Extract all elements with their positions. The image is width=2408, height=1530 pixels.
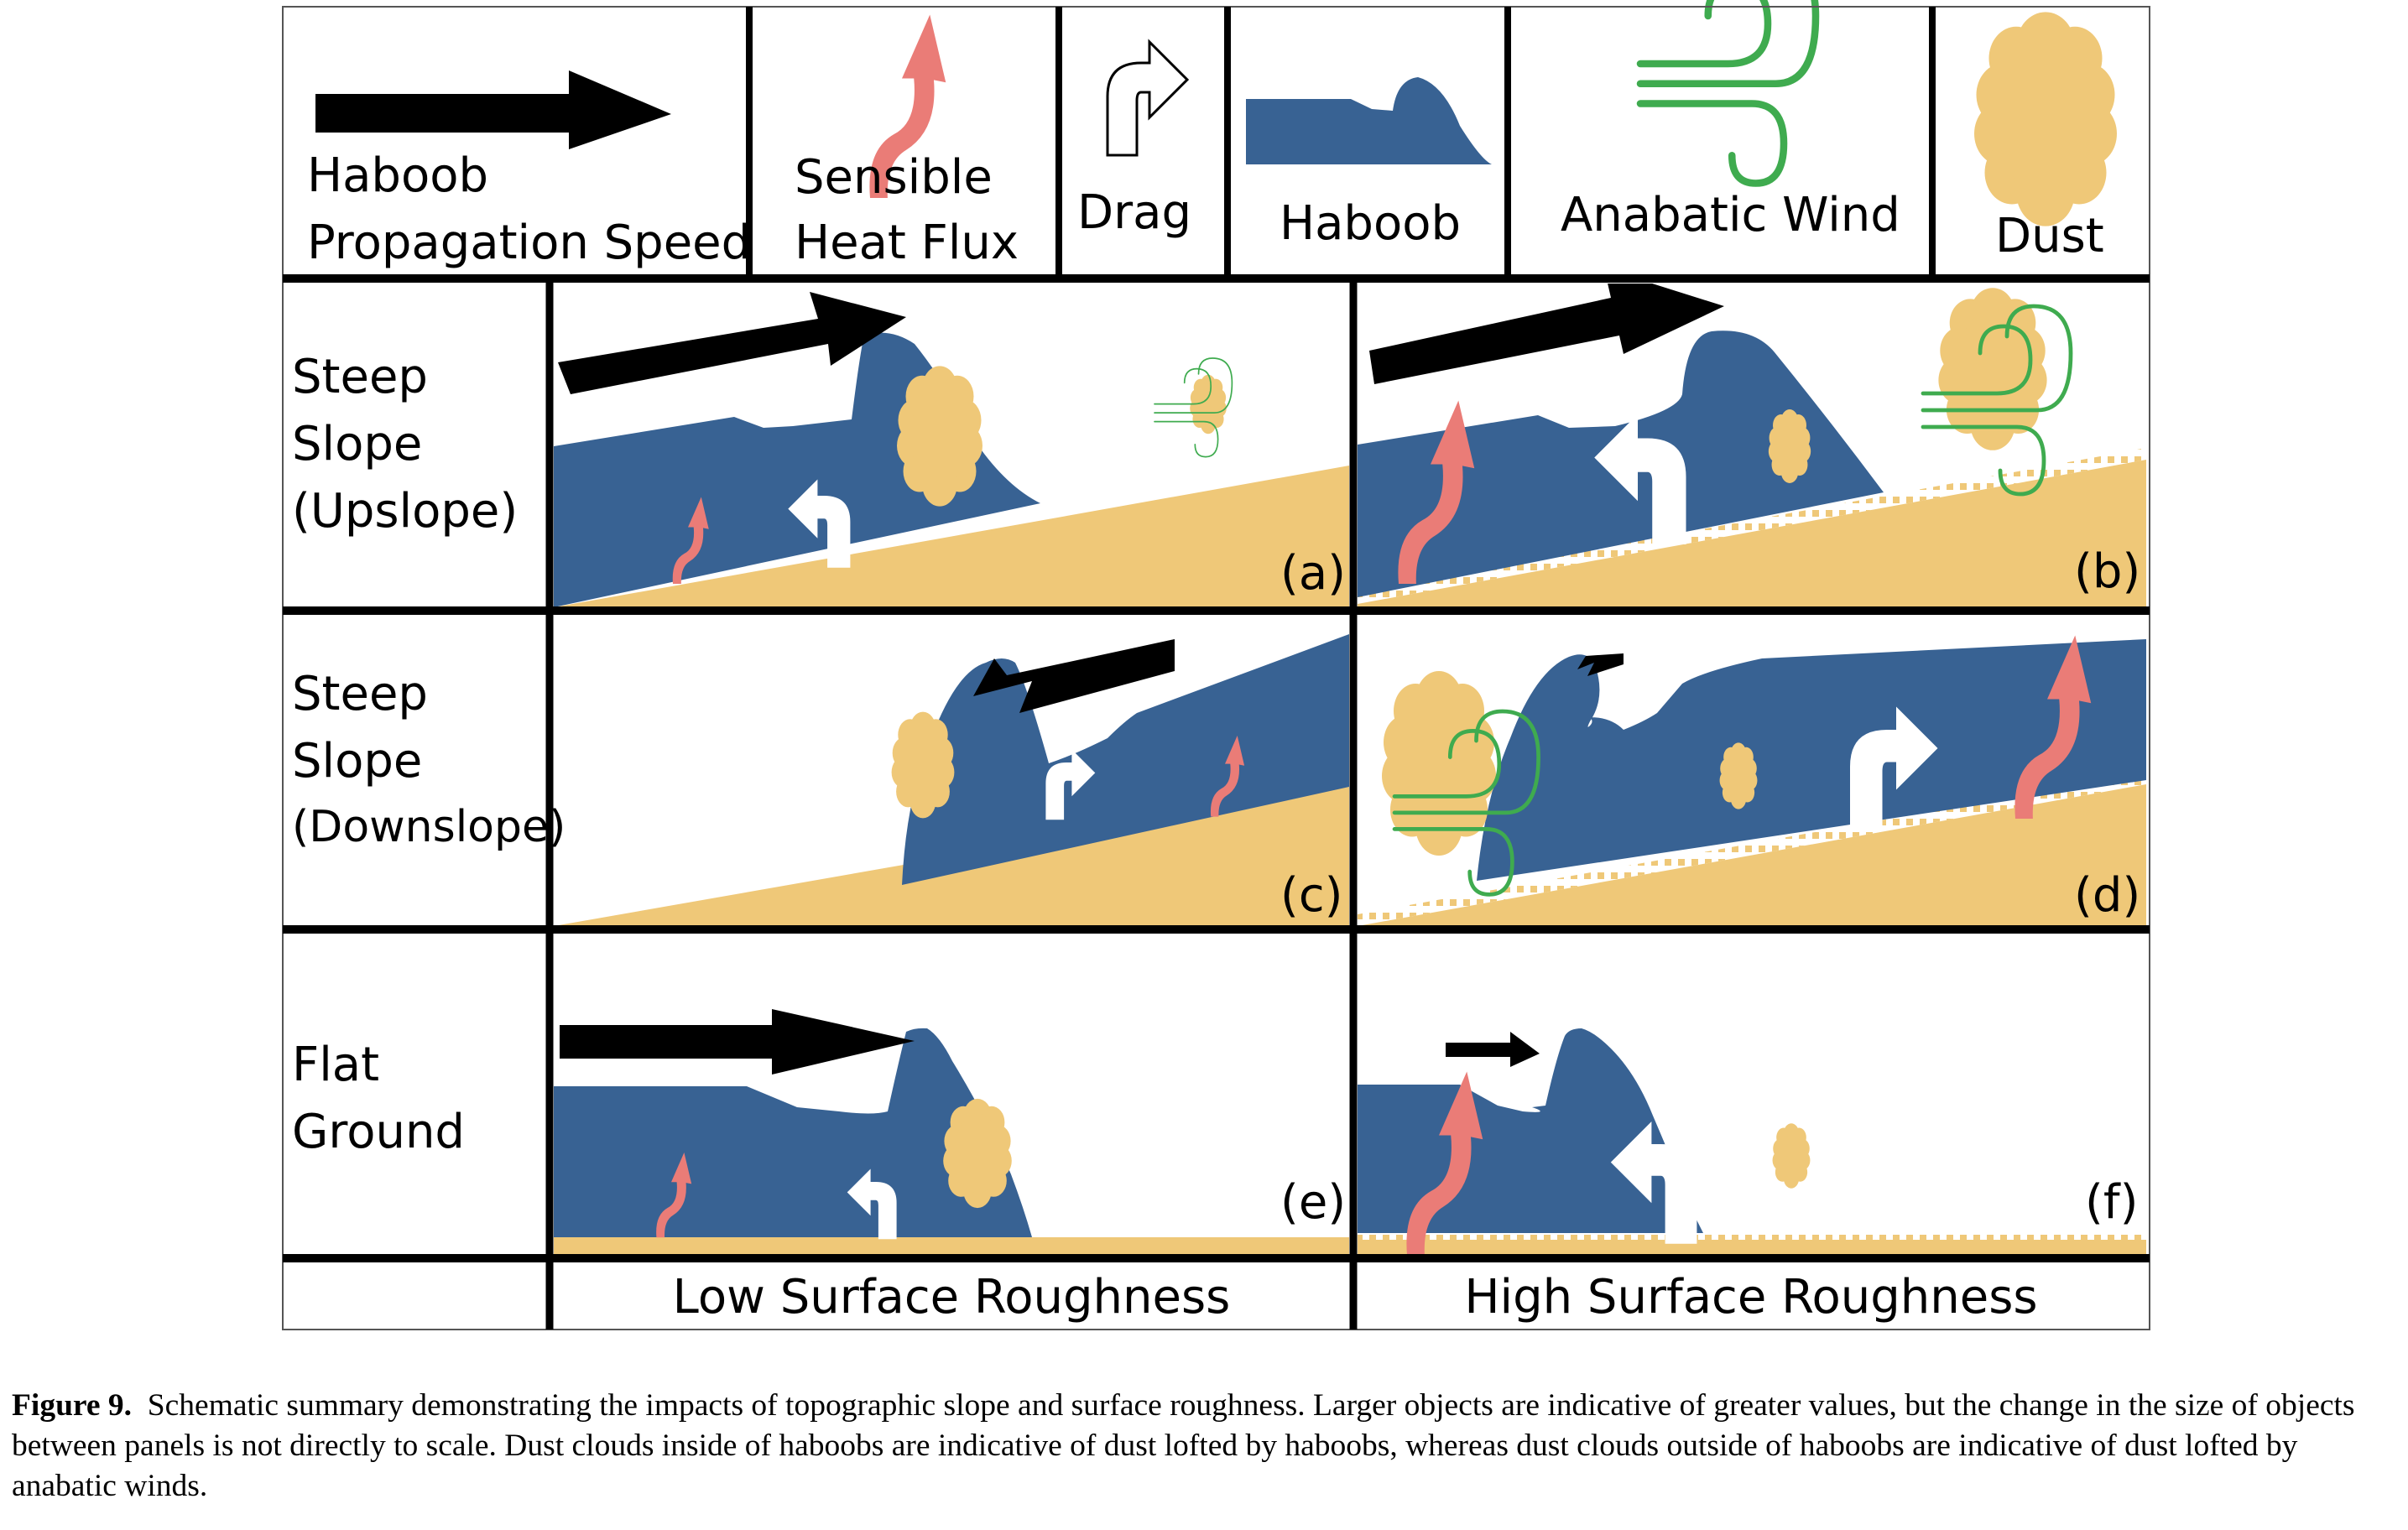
propagation-arrow — [973, 639, 1175, 713]
panel-b — [1358, 284, 2146, 607]
panel-label-c: (c) — [1280, 868, 1342, 923]
haboob-dust-cloud — [943, 1098, 1012, 1209]
column-label-high: High Surface Roughness — [1464, 1270, 2037, 1324]
row-label-line: (Upslope) — [292, 484, 518, 539]
panel-label-b: (b) — [2074, 544, 2140, 599]
figure-caption: Figure 9. Schematic summary demonstratin… — [12, 1386, 2403, 1507]
grid-lines — [282, 6, 2150, 1330]
panel-label-e: (e) — [1280, 1175, 1346, 1230]
haboob-dust-cloud — [891, 711, 955, 819]
rough-surface — [1358, 773, 2146, 926]
legend-heat-flux: Sensible Heat Flux — [795, 14, 1019, 270]
row-label-line: Steep — [292, 350, 428, 404]
haboob-dust-cloud — [1772, 1123, 1811, 1189]
legend-haboob: Haboob — [1246, 77, 1492, 251]
legend-propagation-line1: Haboob — [307, 148, 488, 203]
panel-f — [1358, 1028, 2146, 1255]
rough-surface — [1358, 448, 2146, 604]
ground-slope — [1358, 460, 2146, 607]
panel-e — [554, 1009, 1349, 1255]
haboob-dust-cloud — [1768, 409, 1811, 483]
panel-label-a: (a) — [1280, 546, 1346, 601]
legend-heat-flux-line1: Sensible — [795, 150, 993, 205]
row-label-upslope: Steep Slope (Upslope) — [292, 350, 518, 539]
anabatic-wind-icon — [1640, 0, 1816, 183]
row-label-flat: Flat Ground — [292, 1038, 465, 1159]
drag-icon — [1106, 40, 1189, 157]
legend-haboob-label: Haboob — [1280, 196, 1461, 251]
haboob-dust-cloud — [897, 366, 982, 507]
panel-d — [1358, 635, 2146, 926]
dust-icon — [1974, 12, 2117, 226]
row-label-line: Steep — [292, 667, 428, 721]
column-label-low: Low Surface Roughness — [673, 1270, 1231, 1324]
legend-propagation-line2: Propagation Speed — [307, 216, 751, 270]
ground-flat — [1358, 1240, 2146, 1255]
row-label-downslope: Steep Slope (Downslope) — [292, 667, 566, 852]
propagation-arrow — [1369, 284, 1724, 384]
caption-label: Figure 9. — [12, 1388, 133, 1423]
propagation-arrow — [1446, 1032, 1540, 1067]
legend-dust-label: Dust — [1995, 209, 2104, 263]
row-label-line: (Downslope) — [292, 802, 566, 852]
legend-propagation: Haboob Propagation Speed — [307, 70, 751, 270]
haboob-icon — [1246, 77, 1492, 164]
row-label-line: Slope — [292, 734, 422, 788]
legend-drag-label: Drag — [1077, 185, 1191, 240]
panel-label-f: (f) — [2085, 1175, 2138, 1230]
haboob-shape — [1477, 639, 2146, 881]
legend-dust: Dust — [1974, 12, 2117, 263]
schematic-figure: Haboob Propagation Speed Sensible Heat F… — [282, 0, 2150, 1330]
row-label-line: Slope — [292, 417, 422, 471]
rough-surface — [1358, 1233, 2146, 1240]
haboob-shape — [902, 634, 1349, 885]
legend-row: Haboob Propagation Speed Sensible Heat F… — [307, 0, 2117, 270]
haboob-dust-cloud — [1719, 742, 1758, 809]
panel-c — [554, 634, 1349, 926]
legend-anabatic: Anabatic Wind — [1561, 0, 1900, 242]
panel-a — [554, 292, 1349, 607]
panel-label-d: (d) — [2074, 868, 2140, 923]
legend-anabatic-label: Anabatic Wind — [1561, 188, 1900, 242]
row-label-line: Flat — [292, 1038, 379, 1092]
propagation-arrow — [1577, 653, 1624, 676]
propagation-arrow-icon — [315, 70, 671, 149]
haboob-shape — [554, 1028, 1032, 1237]
row-label-line: Ground — [292, 1105, 465, 1159]
legend-heat-flux-line2: Heat Flux — [795, 216, 1019, 270]
ground-slope — [554, 466, 1349, 607]
propagation-arrow — [558, 292, 906, 394]
caption-text: Schematic summary demonstrating the impa… — [12, 1388, 2355, 1503]
legend-drag: Drag — [1077, 40, 1191, 240]
ground-flat — [554, 1237, 1349, 1255]
propagation-arrow — [560, 1009, 915, 1075]
